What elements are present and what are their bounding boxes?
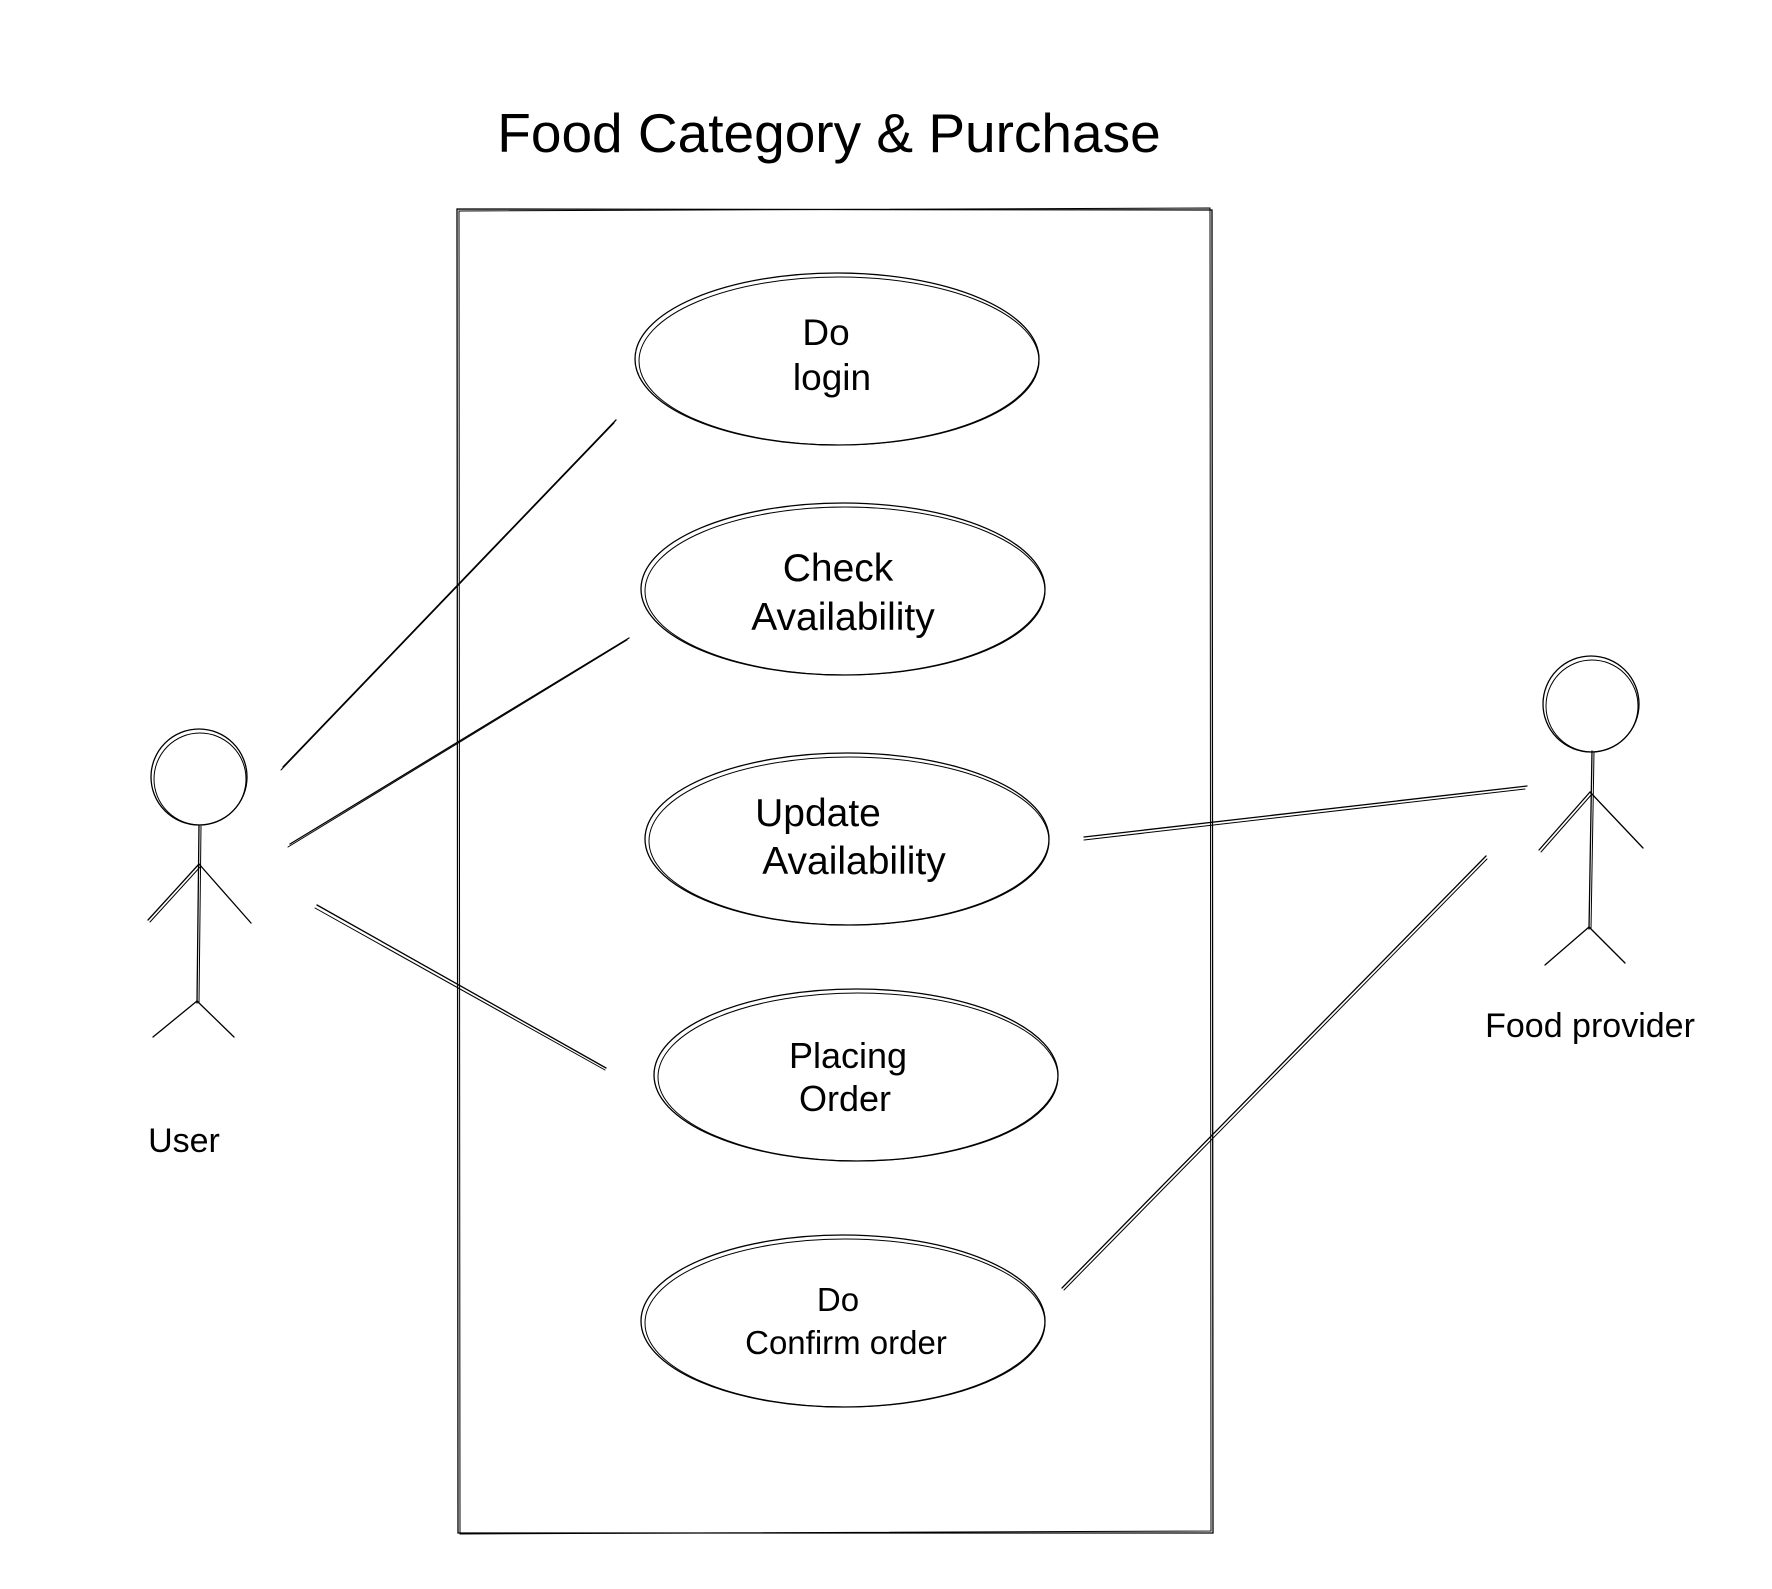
use-case-placing-order: Placing Order: [653, 988, 1059, 1162]
actor-provider-label: Food provider: [1485, 1007, 1695, 1045]
actor-provider-figure-icon: [1538, 655, 1644, 966]
system-boundary: [456, 207, 1214, 1535]
diagram-title: Food Category & Purchase: [497, 102, 1160, 164]
use-case-check-line1: Check: [783, 547, 894, 590]
use-case-update-line1: Update: [755, 792, 881, 835]
association-provider-confirm-order: [1061, 855, 1488, 1291]
actor-food-provider: Food provider: [1485, 655, 1695, 1045]
use-case-confirm-line2: Confirm order: [745, 1324, 947, 1361]
use-case-check-line2: Availability: [751, 596, 935, 639]
association-provider-update-availability: [1083, 785, 1528, 841]
use-case-check-availability: Check Availability: [640, 502, 1046, 676]
actor-user-label: User: [148, 1122, 220, 1160]
use-case-update-availability: Update Availability: [644, 752, 1050, 926]
association-user-login: [280, 419, 617, 771]
use-case-login-line1: Do: [802, 312, 849, 353]
use-case-placing-line1: Placing: [789, 1035, 907, 1076]
actor-user-figure-icon: [147, 728, 252, 1038]
use-case-login: Do login: [634, 272, 1040, 446]
association-user-placing-order: [314, 904, 607, 1071]
association-user-check-availability: [287, 637, 630, 848]
use-case-confirm-order: Do Confirm order: [640, 1234, 1046, 1408]
use-case-update-line2: Availability: [762, 840, 946, 883]
actor-user: User: [147, 728, 252, 1160]
associations: [280, 419, 1528, 1291]
use-case-placing-line2: Order: [799, 1078, 891, 1119]
use-case-login-line2: login: [793, 357, 871, 398]
use-case-confirm-line1: Do: [817, 1281, 859, 1318]
